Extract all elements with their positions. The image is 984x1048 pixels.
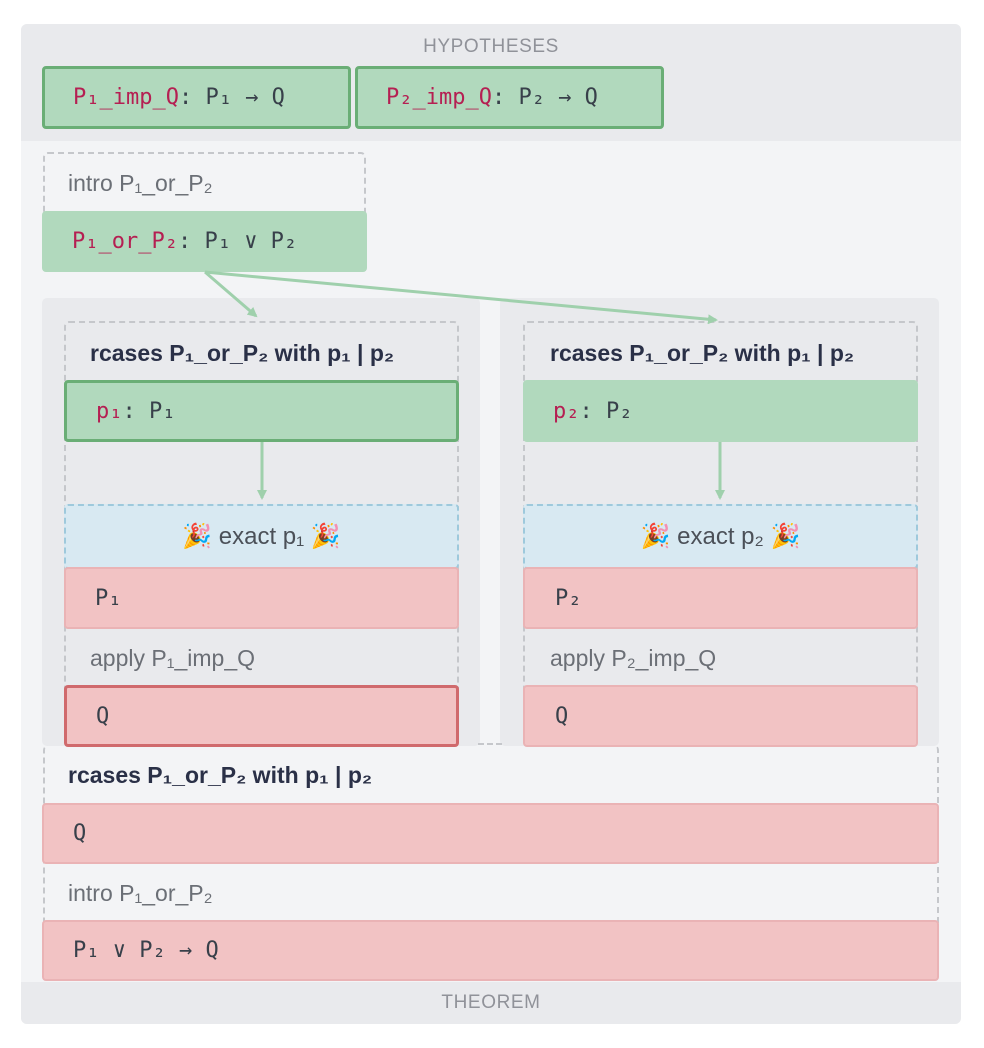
hypothesis-name: P₁_or_P₂ (72, 229, 178, 254)
rcases-tactic-label[interactable]: rcases P₁_or_P₂ with p₁ | p₂ (550, 340, 855, 366)
intro-tactic-label[interactable]: intro P₁_or_P₂ (68, 880, 213, 906)
goal-text: Q (555, 703, 569, 729)
hypotheses-label: HYPOTHESES (423, 36, 559, 57)
exact-tactic-right[interactable]: 🎉 exact p₂ 🎉 (523, 504, 918, 569)
goal-p1[interactable]: P₁ (64, 567, 459, 629)
goal-text: Q (96, 703, 110, 729)
goal-q[interactable]: Q (42, 803, 939, 864)
goal-text: P₁ (95, 585, 122, 611)
frame-connector (478, 743, 502, 745)
exact-label: exact p₁ (218, 522, 305, 550)
celebration-icon: 🎉 (640, 523, 671, 550)
goal-q-left[interactable]: Q (64, 685, 459, 747)
hypothesis-name: p₁ (96, 398, 123, 424)
rcases-tactic-label[interactable]: rcases P₁_or_P₂ with p₁ | p₂ (90, 340, 395, 366)
hypothesis-type: : P₂ → Q (491, 85, 598, 110)
rcases-tactic-label[interactable]: rcases P₁_or_P₂ with p₁ | p₂ (68, 762, 373, 788)
hypothesis-name: P₂_imp_Q (386, 85, 492, 110)
goal-text: P₂ (555, 585, 582, 611)
goal-text: Q (73, 821, 87, 846)
hypothesis-type: : P₁ (122, 398, 176, 424)
hypothesis-type: : P₁ ∨ P₂ (177, 229, 298, 254)
hypothesis-p1[interactable]: p₁: P₁ (64, 380, 459, 442)
intro-tactic-label[interactable]: intro P₁_or_P₂ (68, 170, 213, 196)
apply-tactic-label[interactable]: apply P₂_imp_Q (550, 645, 717, 671)
celebration-icon: 🎉 (182, 523, 213, 550)
theorem-label: THEOREM (441, 992, 541, 1013)
hypothesis-type: : P₂ (579, 398, 633, 424)
exact-label: exact p₂ (677, 522, 764, 550)
theorem-band (21, 982, 961, 1024)
hypothesis-p1-imp-q[interactable]: P₁_imp_Q: P₁ → Q (42, 66, 351, 129)
goal-text: P₁ ∨ P₂ → Q (73, 938, 219, 963)
exact-tactic-left[interactable]: 🎉 exact p₁ 🎉 (64, 504, 459, 569)
hypothesis-type: : P₁ → Q (178, 85, 285, 110)
celebration-icon: 🎉 (310, 523, 341, 550)
apply-tactic-label[interactable]: apply P₁_imp_Q (90, 645, 256, 671)
goal-p2[interactable]: P₂ (523, 567, 918, 629)
hypothesis-name: p₂ (553, 398, 580, 424)
hypothesis-name: P₁_imp_Q (73, 85, 179, 110)
hypothesis-p2-imp-q[interactable]: P₂_imp_Q: P₂ → Q (355, 66, 664, 129)
goal-q-right[interactable]: Q (523, 685, 918, 747)
arrow-to-left-case (204, 270, 258, 318)
hypothesis-p2[interactable]: p₂: P₂ (523, 380, 918, 442)
theorem-goal[interactable]: P₁ ∨ P₂ → Q (42, 920, 939, 981)
arrow-to-right-case (204, 270, 718, 325)
celebration-icon: 🎉 (770, 523, 801, 550)
hypothesis-p1-or-p2[interactable]: P₁_or_P₂: P₁ ∨ P₂ (42, 211, 367, 272)
